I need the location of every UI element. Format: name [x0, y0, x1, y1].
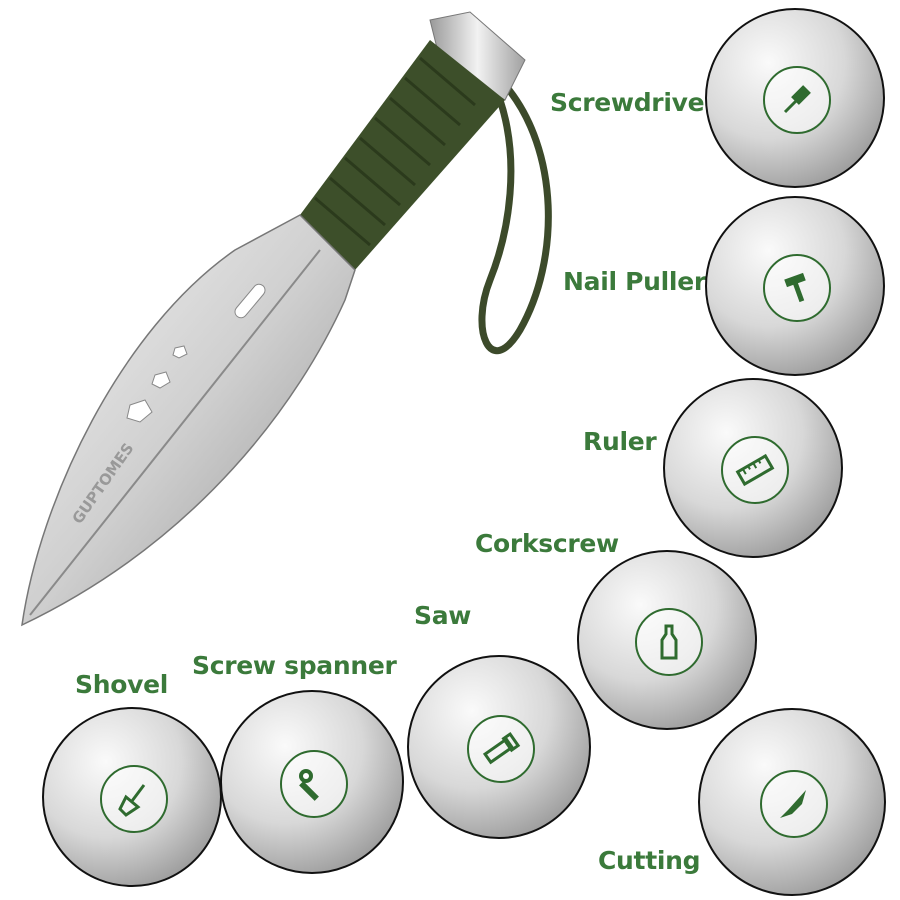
detail-circle-ruler — [663, 378, 843, 558]
lanyard — [478, 82, 552, 355]
detail-circle-screw-spanner — [220, 690, 404, 874]
ruler-icon — [721, 436, 789, 504]
paracord-handle — [300, 40, 505, 270]
shovel-icon — [100, 765, 168, 833]
detail-circle-saw — [407, 655, 591, 839]
feature-label: Screw spanner — [192, 651, 397, 680]
hammer-icon — [763, 254, 831, 322]
screwdriver-icon — [763, 66, 831, 134]
feature-label: Shovel — [75, 670, 168, 699]
wrench-icon — [280, 750, 348, 818]
detail-circle-nail-puller — [705, 196, 885, 376]
feature-label: Saw — [414, 601, 472, 630]
detail-circle-corkscrew — [577, 550, 757, 730]
blade — [21, 214, 356, 627]
feature-label: Screwdriver — [550, 88, 717, 117]
knife-icon — [760, 770, 828, 838]
bottle-icon — [635, 608, 703, 676]
feature-label: Ruler — [583, 427, 657, 456]
detail-circle-shovel — [42, 707, 222, 887]
feature-label: Nail Puller — [563, 267, 706, 296]
detail-circle-cutting — [698, 708, 886, 896]
saw-icon — [467, 715, 535, 783]
detail-circle-screwdriver — [705, 8, 885, 188]
feature-label: Corkscrew — [475, 529, 619, 558]
feature-label: Cutting — [598, 846, 701, 875]
